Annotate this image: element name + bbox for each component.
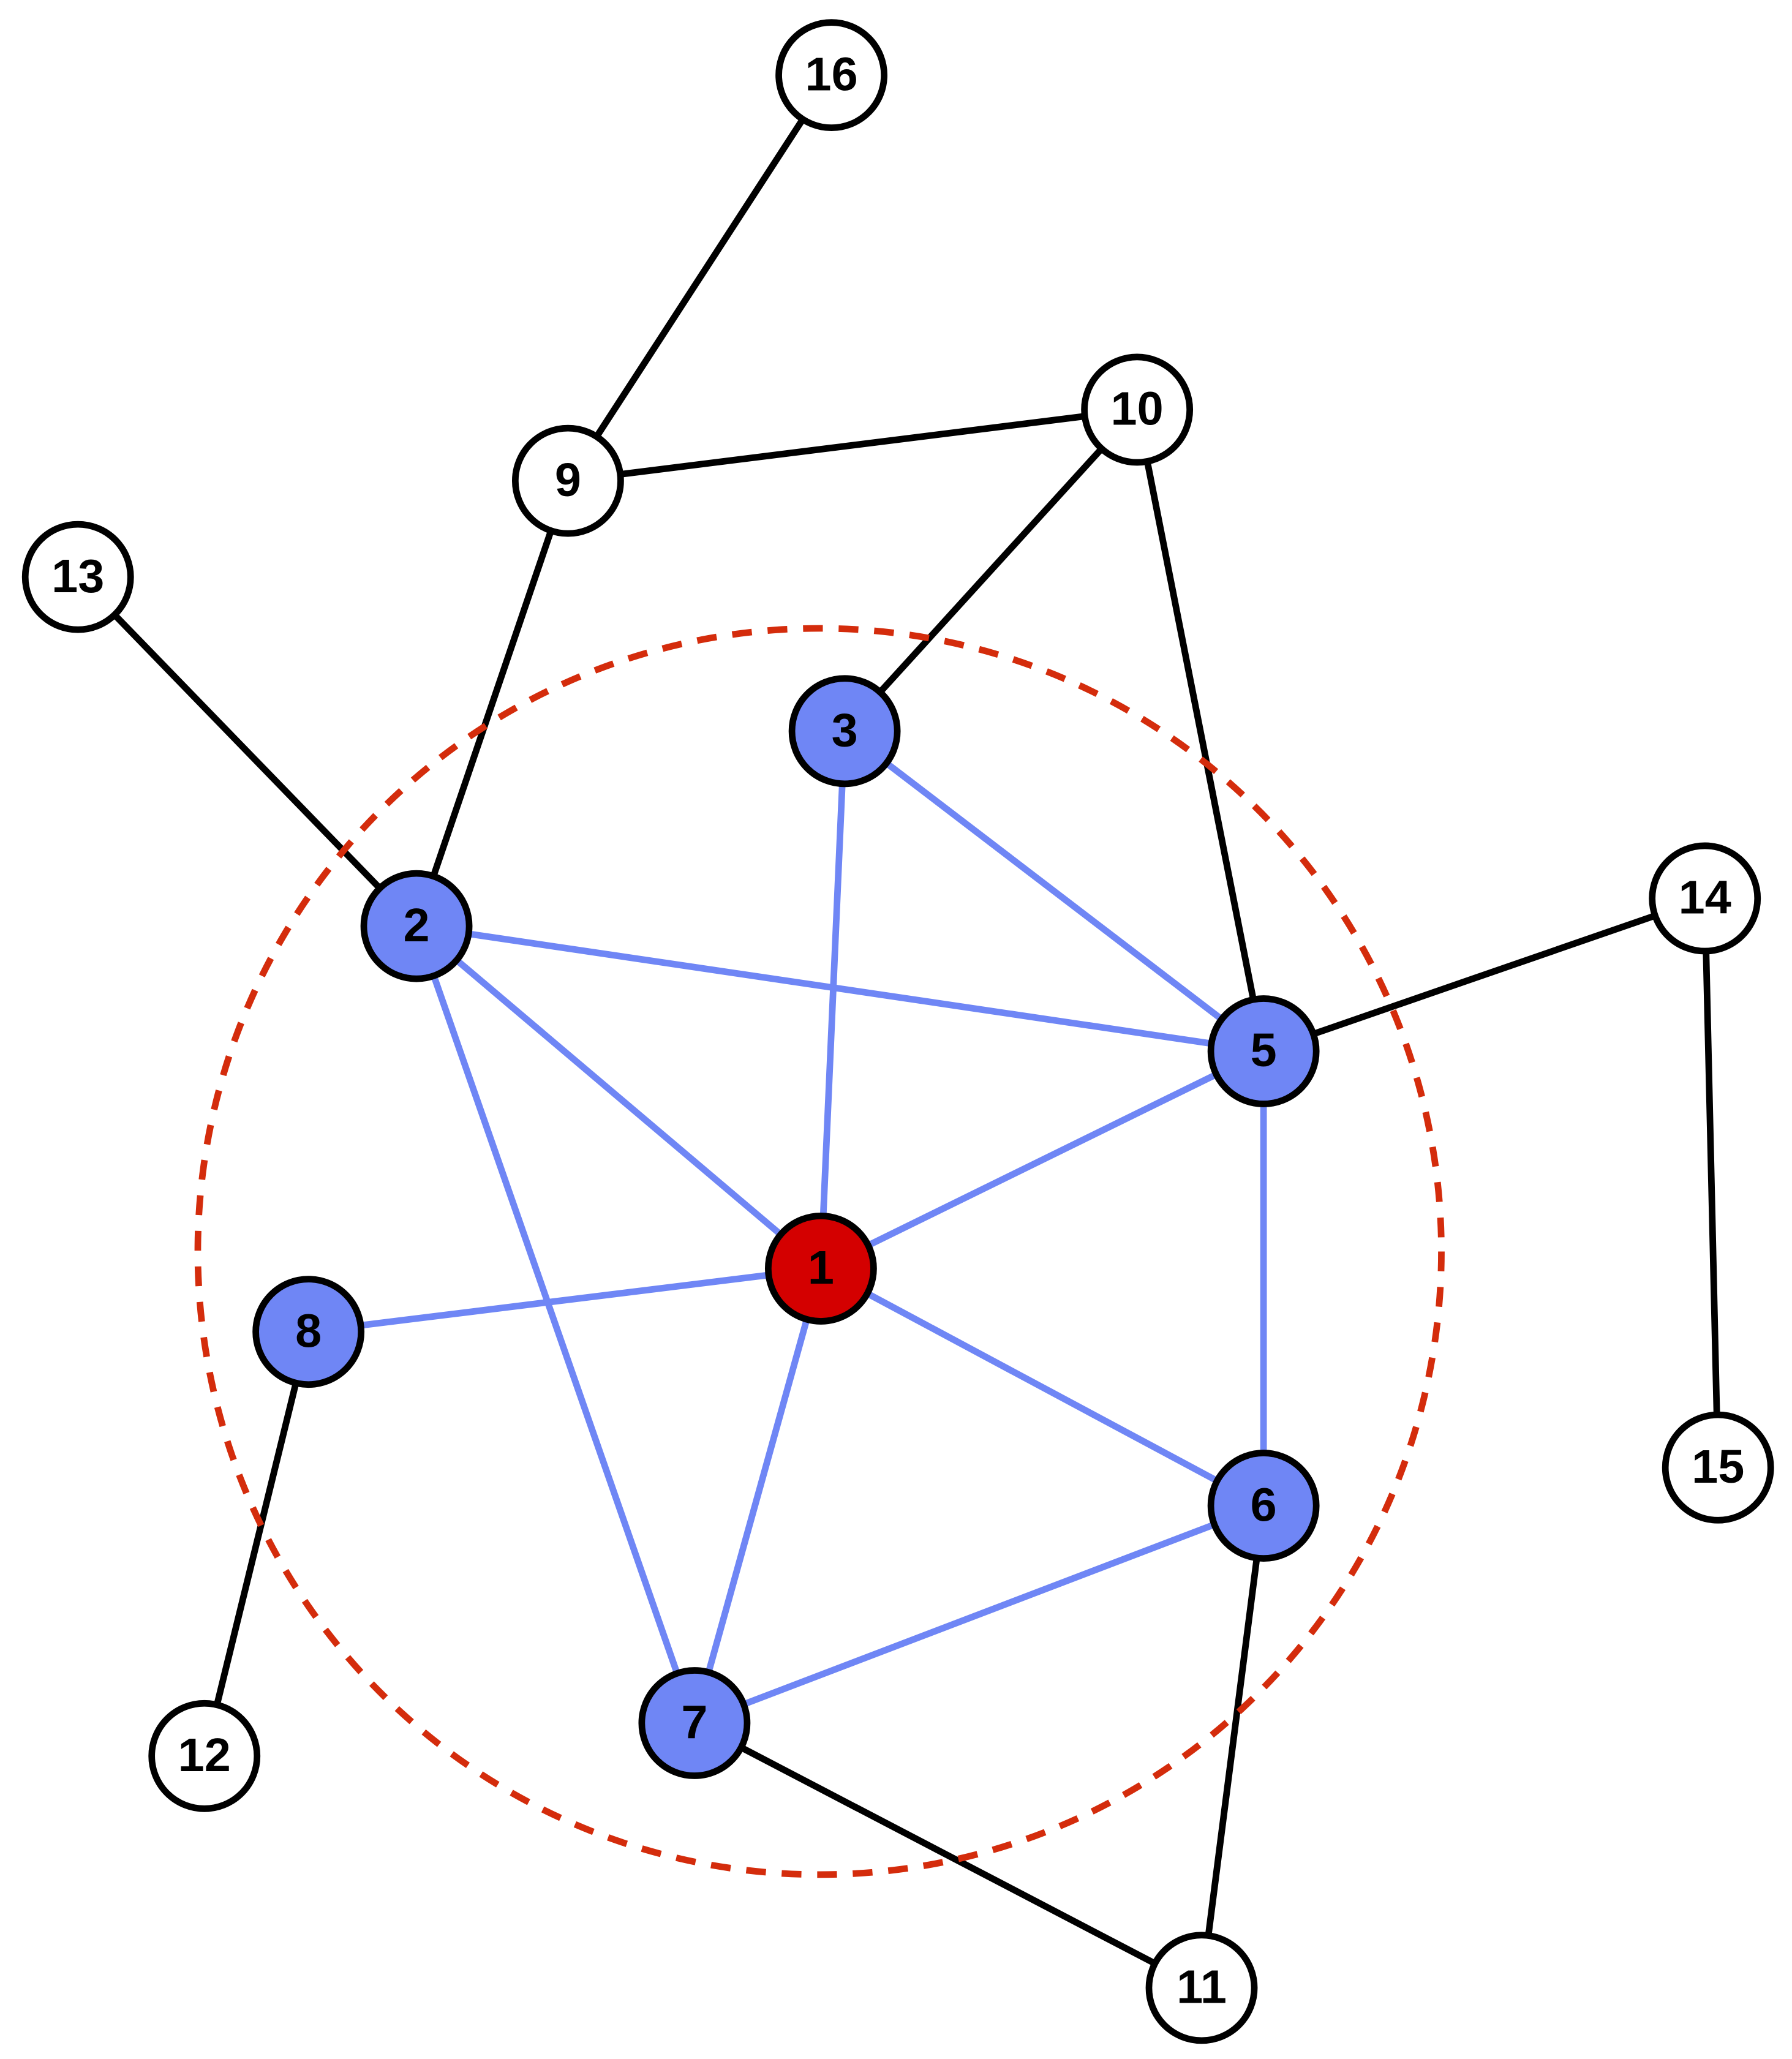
node-label-1: 1 (808, 1241, 834, 1294)
node-10: 10 (1081, 353, 1194, 466)
node-13: 13 (21, 521, 134, 633)
edge-14-5 (1260, 895, 1709, 1055)
edge-layer (74, 72, 1722, 1992)
node-circle-16 (775, 19, 888, 132)
node-15: 15 (1662, 1411, 1774, 1524)
node-label-12: 12 (178, 1729, 231, 1782)
edge-9-10 (565, 406, 1141, 484)
node-circle-13 (21, 521, 134, 633)
node-circle-6 (1207, 1450, 1320, 1562)
node-5: 5 (1207, 995, 1320, 1107)
edge-1-3 (818, 728, 848, 1272)
node-label-3: 3 (832, 704, 858, 757)
node-label-9: 9 (555, 454, 581, 506)
edge-13-2 (74, 573, 420, 930)
node-16: 16 (775, 19, 888, 132)
node-circle-5 (1207, 995, 1320, 1107)
node-label-16: 16 (805, 48, 858, 100)
node-7: 7 (638, 1667, 751, 1779)
node-12: 12 (148, 1700, 261, 1812)
edge-10-5 (1134, 406, 1267, 1055)
node-label-13: 13 (51, 550, 104, 603)
node-circle-12 (148, 1700, 261, 1812)
edge-7-11 (691, 1720, 1205, 1992)
edge-10-3 (841, 406, 1141, 735)
node-label-6: 6 (1251, 1478, 1277, 1531)
edge-6-11 (1198, 1502, 1267, 1992)
node-3: 3 (788, 675, 901, 788)
edge-14-15 (1701, 895, 1722, 1471)
node-1: 1 (764, 1212, 877, 1325)
node-label-2: 2 (404, 899, 430, 952)
edge-9-16 (565, 72, 835, 484)
edge-3-5 (841, 728, 1267, 1055)
node-14: 14 (1649, 842, 1761, 955)
node-circle-2 (360, 870, 473, 982)
node-circle-10 (1081, 353, 1194, 466)
edge-9-2 (413, 477, 571, 930)
node-label-7: 7 (681, 1696, 707, 1748)
node-circle-15 (1662, 1411, 1774, 1524)
node-circle-9 (511, 424, 624, 537)
node-circle-1 (764, 1212, 877, 1325)
node-label-11: 11 (1176, 1961, 1227, 2014)
node-circle-14 (1649, 842, 1761, 955)
edge-2-7 (413, 922, 698, 1726)
edge-6-7 (691, 1502, 1267, 1726)
node-2: 2 (360, 870, 473, 982)
node-label-8: 8 (295, 1304, 322, 1357)
node-8: 8 (252, 1276, 365, 1388)
edge-1-5 (818, 1048, 1267, 1272)
node-circle-7 (638, 1667, 751, 1779)
node-label-10: 10 (1111, 383, 1164, 435)
node-circle-11 (1145, 1932, 1258, 2044)
node-label-5: 5 (1251, 1024, 1277, 1077)
node-circle-3 (788, 675, 901, 788)
edge-1-6 (818, 1265, 1267, 1509)
edge-8-12 (201, 1328, 312, 1760)
node-6: 6 (1207, 1450, 1320, 1562)
node-11: 11 (1145, 1932, 1258, 2044)
edge-1-8 (305, 1265, 824, 1336)
node-label-14: 14 (1679, 871, 1731, 924)
neighborhood-boundary-circle (194, 625, 1445, 1878)
node-circle-8 (252, 1276, 365, 1388)
edge-1-7 (691, 1265, 824, 1726)
node-9: 9 (511, 424, 624, 537)
edge-2-5 (413, 922, 1267, 1055)
node-label-15: 15 (1692, 1440, 1744, 1493)
edge-1-2 (413, 922, 824, 1272)
